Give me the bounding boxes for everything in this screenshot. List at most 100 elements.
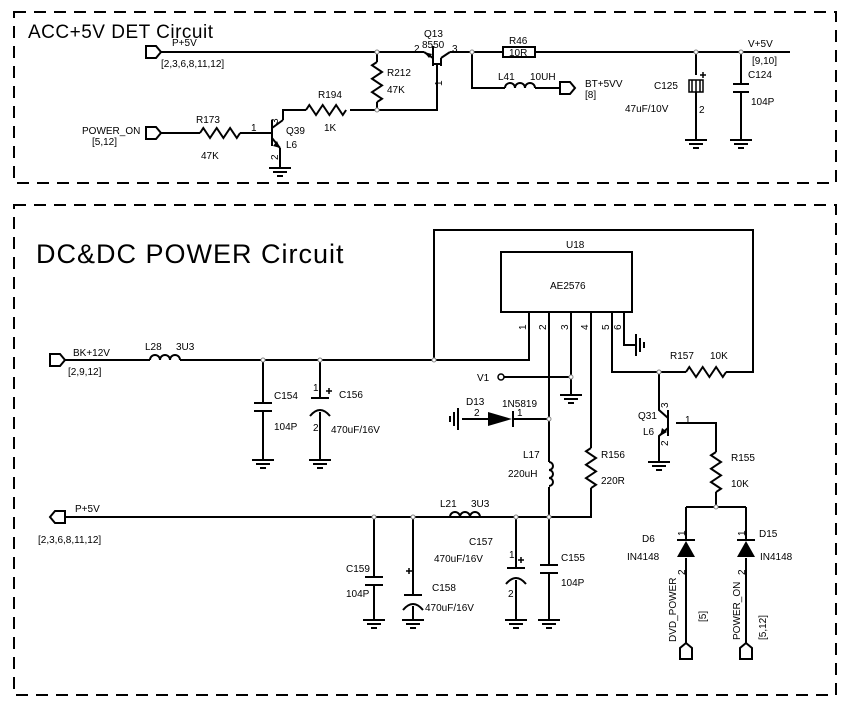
q31-transistor-icon bbox=[660, 410, 669, 436]
dvd-power-label: DVD_POWER bbox=[668, 578, 679, 642]
l28-ref: L28 bbox=[145, 342, 162, 353]
u18-pin-label: 5 bbox=[601, 324, 612, 330]
r212-value: 47K bbox=[387, 85, 405, 96]
ground-icon bbox=[684, 139, 708, 149]
c125-value: 47uF/10V bbox=[625, 104, 669, 115]
l41-value: 10UH bbox=[530, 72, 556, 83]
c159-ref: C159 bbox=[346, 564, 370, 575]
d15-pin2: 2 bbox=[737, 569, 748, 575]
c156-value: 470uF/16V bbox=[331, 425, 380, 436]
l17-inductor-icon bbox=[548, 461, 554, 487]
power-on-refs: [5,12] bbox=[758, 615, 769, 640]
c157-pin1: 1 bbox=[509, 550, 515, 561]
power-on-label: POWER_ON bbox=[732, 582, 743, 640]
u18-ic bbox=[500, 251, 633, 313]
r194-resistor-icon bbox=[305, 104, 348, 116]
c158-ref: C158 bbox=[432, 583, 456, 594]
q39-pin3: 3 bbox=[270, 118, 281, 124]
ground-icon bbox=[729, 139, 753, 149]
c154-value: 104P bbox=[274, 422, 298, 433]
d15-pin1: 1 bbox=[737, 530, 748, 536]
c156-ref: C156 bbox=[339, 390, 363, 401]
r157-resistor-icon bbox=[685, 366, 728, 378]
dvd-power-connector-icon bbox=[679, 642, 693, 660]
c157-capacitor-icon bbox=[505, 557, 527, 585]
ground-icon bbox=[362, 619, 386, 629]
ground-icon bbox=[401, 619, 425, 629]
r156-value: 220R bbox=[601, 476, 625, 487]
c155-ref: C155 bbox=[561, 553, 585, 564]
c154-capacitor-icon bbox=[254, 402, 272, 412]
acc5v-det-section: ACC+5V DET Circuit P+5V [2,3,6,8,11,12] … bbox=[13, 11, 837, 184]
r46-ref: R46 bbox=[509, 36, 528, 47]
r212-ref: R212 bbox=[387, 68, 411, 79]
q13-pin1: 1 bbox=[434, 80, 445, 86]
d6-pin1: 1 bbox=[677, 530, 688, 536]
c124-ref: C124 bbox=[748, 70, 772, 81]
p5v-label: P+5V bbox=[75, 504, 100, 515]
d13-pin1: 1 bbox=[517, 408, 523, 419]
v5v-refs: [9,10] bbox=[752, 56, 777, 67]
v1-label: V1 bbox=[477, 373, 490, 384]
c159-value: 104P bbox=[346, 589, 370, 600]
power-on-label: POWER_ON bbox=[82, 126, 140, 137]
c156-pin1: 1 bbox=[313, 383, 319, 394]
d13-diode-icon bbox=[488, 411, 514, 427]
u18-part: AE2576 bbox=[550, 281, 586, 292]
l41-ref: L41 bbox=[498, 72, 515, 83]
c125-ref: C125 bbox=[654, 81, 678, 92]
p5v-refs: [2,3,6,8,11,12] bbox=[38, 535, 101, 546]
bk12v-refs: [2,9,12] bbox=[68, 367, 102, 378]
power-on-connector-icon bbox=[145, 126, 162, 140]
power-on-refs: [5,12] bbox=[92, 137, 117, 148]
u18-ref: U18 bbox=[566, 240, 585, 251]
d13-part: 1N5819 bbox=[502, 399, 537, 410]
l41-inductor-icon bbox=[504, 82, 536, 89]
r157-ref: R157 bbox=[670, 351, 694, 362]
q39-pin2: 2 bbox=[270, 154, 281, 160]
c155-capacitor-icon bbox=[540, 564, 558, 574]
q13-transistor-icon bbox=[423, 46, 451, 66]
section-title: ACC+5V DET Circuit bbox=[28, 22, 214, 43]
c158-capacitor-icon bbox=[402, 568, 424, 611]
r155-ref: R155 bbox=[731, 453, 755, 464]
c125-pin2: 2 bbox=[699, 105, 705, 116]
v5v-label: V+5V bbox=[748, 39, 773, 50]
dvd-power-refs: [5] bbox=[698, 611, 709, 622]
c124-capacitor-icon bbox=[733, 83, 749, 93]
q39-ref: Q39 bbox=[286, 126, 305, 137]
l21-ref: L21 bbox=[440, 499, 457, 510]
ground-icon bbox=[647, 461, 671, 471]
section-title: DC&DC POWER Circuit bbox=[36, 239, 345, 269]
bt5vv-label: BT+5VV bbox=[585, 79, 623, 90]
u18-pin-label: 4 bbox=[580, 324, 591, 330]
c125-capacitor-icon bbox=[688, 72, 706, 93]
d6-ref: D6 bbox=[642, 534, 655, 545]
p5v-connector-icon bbox=[145, 45, 162, 59]
ground-icon bbox=[268, 167, 292, 177]
r173-resistor-icon bbox=[199, 127, 242, 139]
d6-pin2: 2 bbox=[677, 569, 688, 575]
l28-value: 3U3 bbox=[176, 342, 195, 353]
ground-icon bbox=[537, 619, 561, 629]
r212-resistor-icon bbox=[371, 61, 383, 104]
ground-icon bbox=[449, 407, 459, 431]
u18-pin-label: 6 bbox=[613, 324, 624, 330]
ground-icon bbox=[308, 459, 332, 469]
ground-icon bbox=[251, 459, 275, 469]
c156-pin2: 2 bbox=[313, 423, 319, 434]
l28-inductor-icon bbox=[149, 354, 181, 361]
d6-part: IN4148 bbox=[627, 552, 660, 563]
ground-icon bbox=[635, 333, 645, 357]
wire bbox=[161, 51, 790, 168]
l21-value: 3U3 bbox=[471, 499, 490, 510]
bt5vv-connector-icon bbox=[559, 81, 576, 95]
power-on-connector-icon bbox=[739, 642, 753, 660]
c155-value: 104P bbox=[561, 578, 585, 589]
bt5vv-refs: [8] bbox=[585, 90, 596, 101]
d15-diode-icon bbox=[737, 539, 755, 557]
r155-resistor-icon bbox=[710, 451, 722, 494]
c159-capacitor-icon bbox=[365, 576, 383, 586]
bk12v-label: BK+12V bbox=[73, 348, 110, 359]
p5v-refs: [2,3,6,8,11,12] bbox=[161, 59, 224, 70]
